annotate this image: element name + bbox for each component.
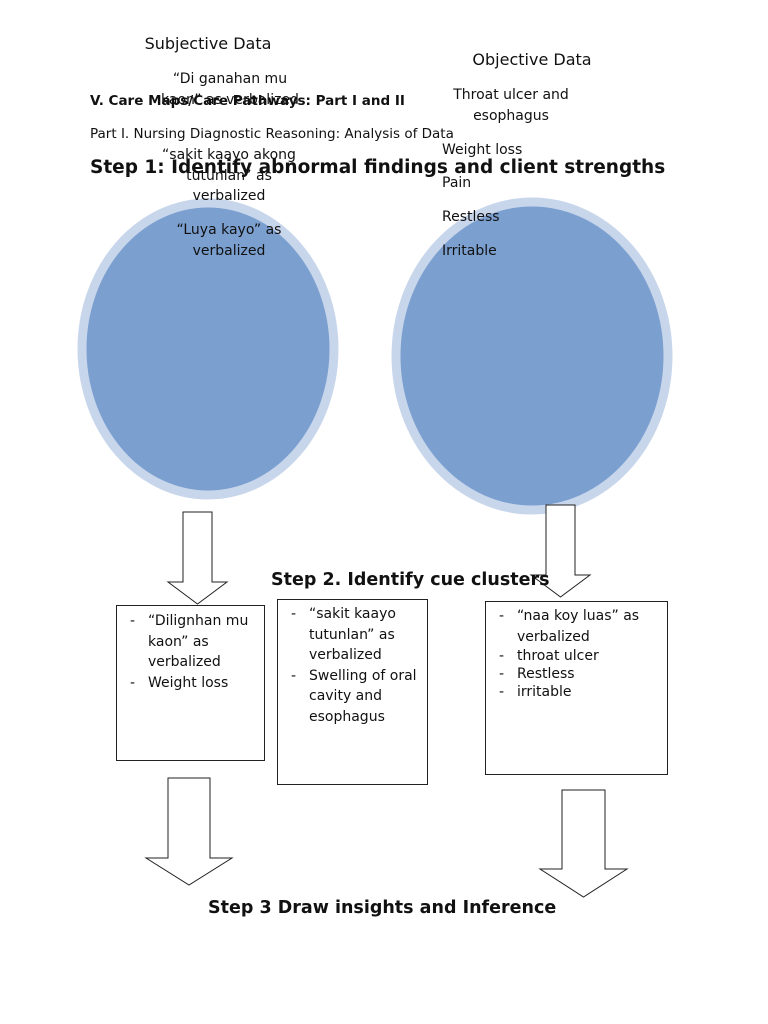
subjective-item: “sakit kaayo akong tutunlan” as verbaliz… [162, 147, 296, 204]
care-maps-heading: V. Care Maps/Care Pathways: Part I and I… [90, 93, 405, 109]
cue-item: “naa koy luas” as verbalized [493, 606, 663, 647]
objective-item: Weight loss [442, 142, 523, 158]
arrow-down-icon [538, 789, 629, 898]
step3-heading: Step 3 Draw insights and Inference [208, 898, 557, 918]
objective-item: Pain [442, 175, 472, 191]
subjective-data-heading: Subjective Data [144, 34, 272, 53]
subjective-item: “Luya kayo” as verbalized [176, 222, 282, 259]
arrow-down-icon [144, 777, 234, 886]
cue-item: Swelling of oral cavity and esophagus [285, 666, 423, 728]
cue-cluster-box-2: “sakit kaayo tutunlan” as verbalized Swe… [285, 604, 423, 782]
objective-item: Throat ulcer and esophagus [453, 87, 569, 124]
subjective-item: “Di ganahan mu kaon” as verbalized [161, 71, 299, 108]
objective-data-ellipse [391, 197, 673, 515]
cue-item: throat ulcer [493, 647, 663, 665]
cue-item: Weight loss [124, 673, 258, 694]
cue-item: “sakit kaayo tutunlan” as verbalized [285, 604, 423, 666]
subjective-data-ellipse [77, 198, 339, 500]
arrow-down-icon [529, 504, 592, 598]
part-one-heading: Part I. Nursing Diagnostic Reasoning: An… [90, 126, 454, 142]
objective-data-heading: Objective Data [472, 50, 592, 69]
arrow-down-icon [166, 511, 229, 605]
step2-heading: Step 2. Identify cue clusters [271, 570, 550, 590]
cue-item: “Dilignhan mu kaon” as verbalized [124, 611, 258, 673]
cue-item: Restless [493, 665, 663, 683]
cue-cluster-box-1: “Dilignhan mu kaon” as verbalized Weight… [124, 611, 258, 757]
objective-item: Irritable [442, 243, 497, 259]
step1-heading: Step 1: Identify abnormal findings and c… [90, 157, 666, 178]
objective-item: Restless [442, 209, 500, 225]
cue-cluster-box-3: “naa koy luas” as verbalized throat ulce… [493, 606, 663, 771]
cue-item: irritable [493, 683, 663, 701]
